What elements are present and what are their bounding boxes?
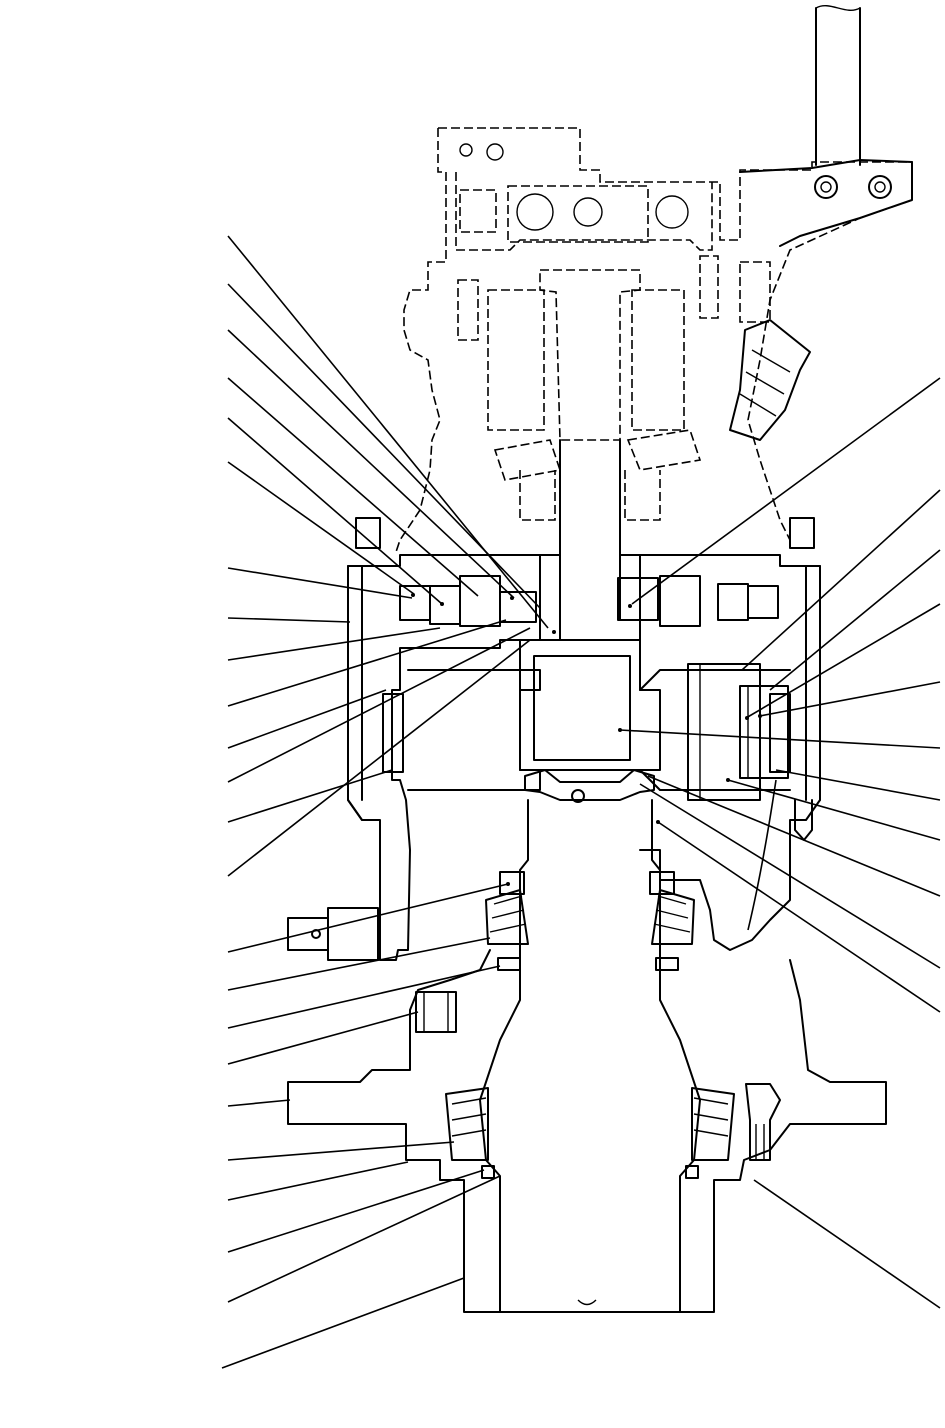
upper-motor-assembly-phantom — [395, 127, 913, 553]
leader-line-l19 — [227, 1099, 291, 1107]
leader-line-l22 — [227, 1169, 485, 1253]
leader-line-l15 — [227, 883, 509, 953]
leader-line-r7 — [775, 769, 941, 801]
leader-line-l7 — [227, 567, 413, 599]
leader-line-l9 — [227, 627, 441, 661]
lower-output-housing — [287, 799, 887, 1313]
leader-line-l24 — [221, 1277, 465, 1369]
leader-line-l2 — [227, 283, 541, 609]
leader-line-l14 — [227, 639, 531, 877]
leader-line-l17 — [227, 965, 501, 1029]
leader-line-l1 — [227, 235, 549, 629]
leader-lines-right — [619, 377, 941, 1309]
leader-line-l16 — [227, 937, 491, 991]
leader-line-l8 — [227, 617, 351, 623]
leader-line-r-curve — [747, 779, 777, 931]
leader-line-r1 — [631, 377, 941, 605]
leader-line-l20 — [227, 1141, 455, 1161]
leader-line-r5 — [759, 681, 941, 717]
leader-line-l4 — [227, 377, 479, 597]
leader-line-l5 — [227, 417, 443, 605]
leader-line-l23 — [227, 1175, 501, 1303]
leader-lines-left — [221, 235, 549, 1369]
leader-line-l6 — [227, 461, 415, 595]
leader-line-r10 — [639, 783, 941, 969]
leader-line-r2 — [741, 489, 941, 671]
leader-line-r8 — [727, 779, 941, 841]
leader-line-r4 — [745, 603, 941, 719]
leader-line-l18 — [227, 1011, 419, 1065]
leader-line-l11 — [227, 689, 387, 749]
leader-line-l12 — [227, 627, 531, 783]
leader-line-l21 — [227, 1161, 409, 1201]
leader-line-r9 — [647, 775, 941, 897]
leader-line-r12 — [753, 1179, 941, 1309]
leader-line-l3 — [227, 329, 515, 599]
leader-line-r11 — [657, 821, 941, 1013]
leader-line-r6 — [619, 729, 941, 749]
main-housing — [347, 439, 821, 961]
upper-right-lever-arm — [729, 5, 913, 441]
leader-line-r3 — [769, 549, 941, 691]
leader-line-l10 — [227, 619, 507, 707]
leader-line-l13 — [227, 769, 393, 823]
